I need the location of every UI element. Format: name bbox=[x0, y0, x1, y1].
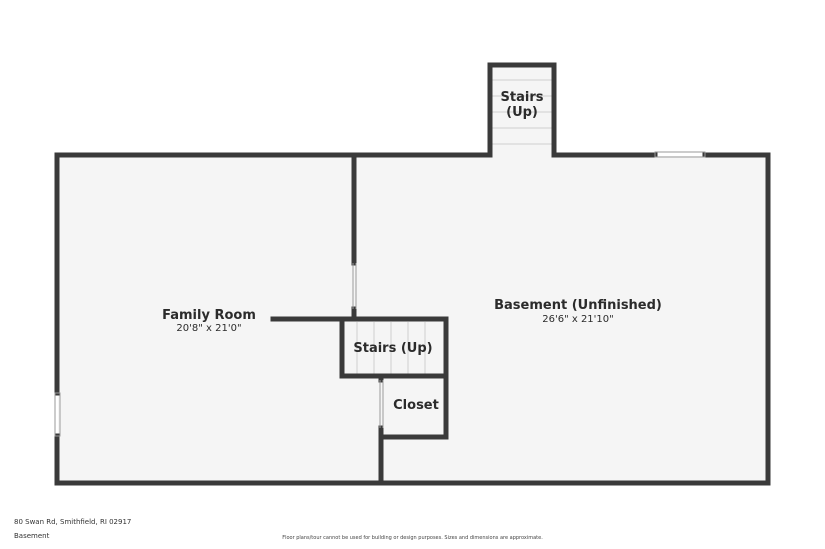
closet-label: Closet bbox=[393, 398, 439, 413]
family-room-label: Family Room bbox=[162, 308, 256, 323]
window-left bbox=[54, 392, 61, 437]
walls bbox=[54, 62, 771, 486]
footer-floor-name: Basement bbox=[14, 532, 50, 540]
openings bbox=[54, 151, 706, 437]
window-top-right bbox=[654, 151, 706, 158]
footer-disclaimer: Floor plans/tour cannot be used for buil… bbox=[282, 535, 543, 541]
basement-dimensions: 26'6" x 21'10" bbox=[542, 314, 614, 325]
stairs-top-label-line2: (Up) bbox=[506, 105, 538, 120]
stairs-top-label-line1: Stairs bbox=[501, 90, 544, 105]
stairs-center-treads bbox=[356, 322, 426, 374]
basement-label: Basement (Unfinished) bbox=[494, 298, 662, 313]
stairs-center-label: Stairs (Up) bbox=[353, 341, 432, 356]
family-room-dimensions: 20'8" x 21'0" bbox=[176, 323, 241, 334]
footer-address: 80 Swan Rd, Smithfield, RI 02917 bbox=[14, 518, 132, 526]
stairs-top-treads bbox=[492, 79, 552, 145]
